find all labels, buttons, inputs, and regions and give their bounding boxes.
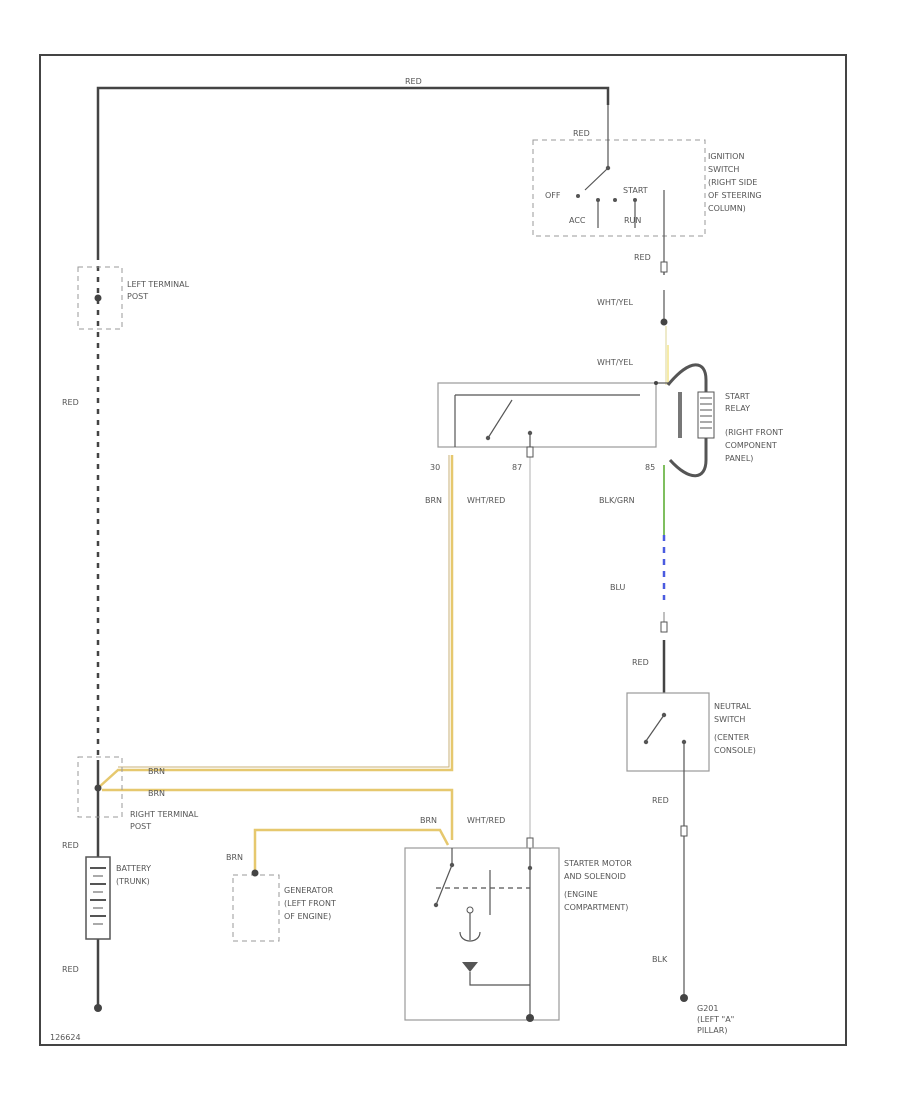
starter-label-1: STARTER MOTOR — [564, 859, 632, 868]
ignition-start-label: START — [623, 186, 648, 195]
right-terminal-post — [77, 756, 123, 818]
wire-label-wht-red-starter: WHT/RED — [467, 816, 505, 825]
wire-label-wht-yel-2: WHT/YEL — [597, 358, 633, 367]
relay-label-2: RELAY — [725, 404, 750, 413]
ignition-run-label: RUN — [624, 216, 641, 225]
neutral-label-4: CONSOLE) — [714, 746, 756, 755]
relay-terminal-87: 87 — [512, 463, 522, 472]
neutral-switch — [626, 692, 710, 1002]
wire-label-brn-1: BRN — [148, 767, 165, 776]
ground-label-3: PILLAR) — [697, 1026, 727, 1035]
wire-label-blu: BLU — [610, 583, 626, 592]
relay-label-5: PANEL) — [725, 454, 753, 463]
wire-label-wht-red-relay: WHT/RED — [467, 496, 505, 505]
ignition-off-label: OFF — [545, 191, 561, 200]
starter-label-3: (ENGINE — [564, 890, 598, 899]
wire-label-brn-3: BRN — [420, 816, 437, 825]
relay-terminal-85: 85 — [645, 463, 655, 472]
ground-label-1: G201 — [697, 1004, 718, 1013]
wire-label-brn-gen: BRN — [226, 853, 243, 862]
diagram-frame — [39, 54, 847, 1046]
wire-label-wht-yel-1: WHT/YEL — [597, 298, 633, 307]
ignition-switch — [532, 105, 706, 275]
neutral-label-3: (CENTER — [714, 733, 750, 742]
relay-label-3: (RIGHT FRONT — [725, 428, 783, 437]
battery-label-1: BATTERY — [116, 864, 151, 873]
neutral-label-1: NEUTRAL — [714, 702, 751, 711]
wire-label-blk-ground: BLK — [652, 955, 668, 964]
generator-label-3: OF ENGINE) — [284, 912, 331, 921]
wire-label-red-left: RED — [62, 398, 79, 407]
wire-label-red-battery-top: RED — [62, 841, 79, 850]
starter-label-4: COMPARTMENT) — [564, 903, 628, 912]
generator — [232, 869, 280, 942]
wire-label-top-red: RED — [405, 77, 422, 86]
ignition-label-1: IGNITION — [708, 152, 744, 161]
battery — [85, 856, 111, 940]
battery-label-2: (TRUNK) — [116, 877, 150, 886]
battery-main-wire — [94, 86, 610, 1012]
starter-motor — [404, 847, 560, 1022]
wire-label-brn-2: BRN — [148, 789, 165, 798]
ignition-label-4: OF STEERING — [708, 191, 762, 200]
generator-label-2: (LEFT FRONT — [284, 899, 336, 908]
wire-label-ignition-red: RED — [573, 129, 590, 138]
relay-label-4: COMPONENT — [725, 441, 777, 450]
ground-label-2: (LEFT "A" — [697, 1015, 734, 1024]
wire-label-red-neutral: RED — [632, 658, 649, 667]
wire-label-brn-relay: BRN — [425, 496, 442, 505]
ignition-label-2: SWITCH — [708, 165, 739, 174]
right-post-label-2: POST — [130, 822, 151, 831]
wht-red-wire — [526, 446, 534, 849]
neutral-label-2: SWITCH — [714, 715, 745, 724]
wire-label-red-neutral-out: RED — [652, 796, 669, 805]
ignition-label-5: COLUMN) — [708, 204, 746, 213]
brn-wires — [97, 455, 454, 870]
relay-label-1: START — [725, 392, 750, 401]
right-post-label-1: RIGHT TERMINAL — [130, 810, 199, 819]
left-post-label-1: LEFT TERMINAL — [127, 280, 190, 289]
left-post-label-2: POST — [127, 292, 148, 301]
wire-label-blk-grn: BLK/GRN — [599, 496, 635, 505]
diagram-code: 126624 — [50, 1033, 81, 1042]
ignition-acc-label: ACC — [569, 216, 586, 225]
ignition-output-wire — [660, 261, 669, 385]
wire-label-red-battery-bottom: RED — [62, 965, 79, 974]
ignition-label-3: (RIGHT SIDE — [708, 178, 757, 187]
relay-terminal-30: 30 — [430, 463, 440, 472]
wire-label-ign-out-red: RED — [634, 253, 651, 262]
starter-label-2: AND SOLENOID — [564, 872, 626, 881]
relay-85-wire — [660, 465, 668, 715]
left-terminal-post — [77, 266, 123, 330]
generator-label-1: GENERATOR — [284, 886, 334, 895]
start-relay — [437, 363, 715, 478]
